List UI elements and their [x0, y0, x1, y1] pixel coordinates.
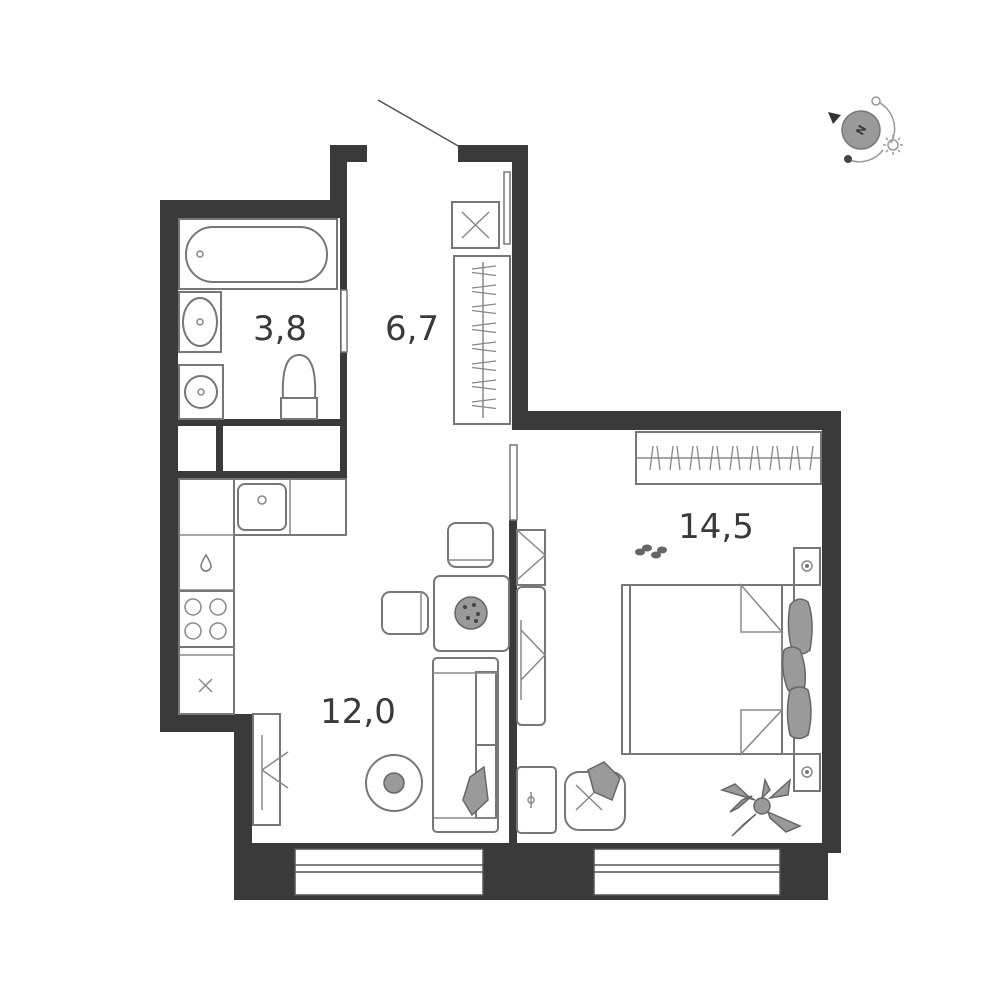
window-living — [294, 848, 484, 896]
fridge — [198, 678, 213, 693]
hanger-mark — [471, 341, 497, 346]
dining-chair-left — [381, 591, 429, 635]
hanger-mark — [776, 445, 781, 471]
armchair — [564, 761, 626, 831]
walls — [160, 145, 841, 900]
cooktop — [178, 590, 235, 648]
area-label-bedroom: 14,5 — [678, 507, 754, 547]
slippers-icon — [635, 544, 667, 559]
hanger-mark — [789, 445, 794, 471]
compass-arrow-icon — [828, 112, 841, 124]
hanger-mark — [471, 309, 497, 315]
hanger-mark — [729, 445, 734, 471]
compass: N — [828, 96, 903, 163]
bedroom-wardrobe — [635, 431, 822, 485]
dining-chair-top — [447, 522, 494, 568]
entrance-door-swing — [377, 99, 461, 148]
table-decor-icon — [454, 596, 488, 630]
hanger-mark — [471, 271, 497, 277]
washing-machine — [178, 364, 224, 420]
hanger-mark — [471, 398, 497, 403]
washbasin — [178, 291, 222, 353]
toilet — [280, 353, 318, 420]
hanger-mark — [649, 445, 654, 471]
hanger-mark — [471, 385, 497, 391]
dining-table — [433, 575, 510, 652]
hanger-mark — [471, 265, 497, 270]
hanger-mark — [736, 445, 741, 471]
hanger-mark — [796, 445, 801, 471]
area-label-bathroom: 3,8 — [253, 309, 307, 349]
pillows-icon — [781, 598, 813, 740]
tap-icon — [200, 553, 212, 572]
bed — [621, 582, 795, 756]
coffee-table — [365, 754, 423, 812]
kitchen-sink — [237, 483, 287, 531]
sofa — [432, 657, 499, 833]
hanger-mark — [756, 445, 761, 471]
hanger-mark — [471, 328, 497, 334]
hanger-mark — [471, 322, 497, 327]
hanger-mark — [669, 445, 674, 471]
hanger-mark — [709, 445, 714, 471]
bedroom-door — [509, 444, 518, 521]
hanger-mark — [471, 404, 497, 410]
bathroom-door — [340, 289, 348, 353]
hanger-mark — [809, 445, 814, 471]
bathtub — [178, 218, 338, 290]
hanger-mark — [471, 284, 497, 289]
hanger-mark — [749, 445, 754, 471]
entrance-door-leaf — [503, 171, 511, 245]
ventilation-shaft — [451, 201, 500, 249]
hanger-mark — [769, 445, 774, 471]
hanger-mark — [696, 445, 701, 471]
sun-icon — [883, 135, 903, 155]
hanger-mark — [471, 360, 497, 365]
nightstand-bottom — [793, 753, 821, 792]
kitchen-counter — [178, 478, 347, 715]
hallway-wardrobe — [453, 255, 511, 425]
area-label-kitchen-living: 12,0 — [320, 692, 396, 732]
hanger-mark — [471, 366, 497, 372]
hanger-mark — [716, 445, 721, 471]
plant-icon — [719, 777, 802, 837]
hanger-mark — [471, 379, 497, 384]
bedroom-dresser — [516, 766, 557, 834]
hanger-mark — [689, 445, 694, 471]
hanger-mark — [656, 445, 661, 471]
hanger-mark — [471, 347, 497, 353]
area-label-hallway: 6,7 — [385, 309, 439, 349]
compass-dial — [841, 110, 881, 150]
hanger-mark — [676, 445, 681, 471]
sofa-cushion-icon — [462, 765, 489, 817]
bedroom-tv-unit — [516, 529, 547, 726]
hanger-mark — [471, 303, 497, 308]
window-bedroom — [593, 848, 781, 896]
nightstand-top — [793, 547, 821, 586]
hanger-mark — [471, 290, 497, 296]
living-cabinet — [252, 713, 289, 826]
